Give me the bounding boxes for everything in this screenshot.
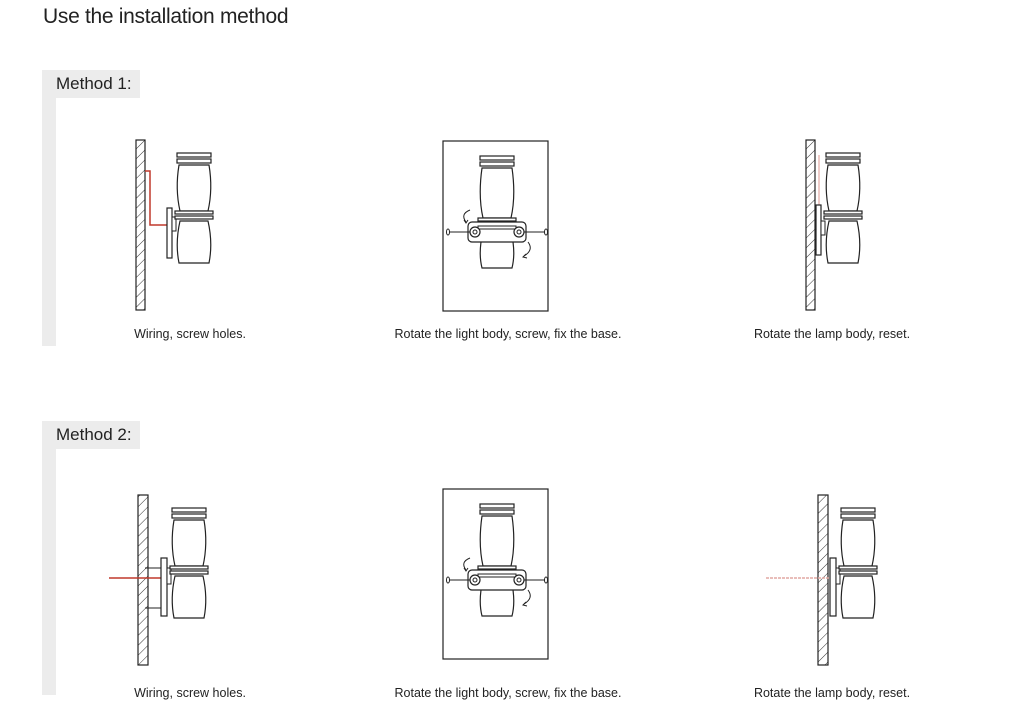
wall-mount-side-diagram	[109, 494, 209, 666]
base-fix-front-diagram	[442, 140, 549, 312]
step-caption: Wiring, screw holes.	[134, 686, 246, 700]
method-title-tab	[42, 70, 140, 98]
method-1-step-1-illustration	[120, 135, 230, 315]
method-title: Method 2:	[56, 425, 132, 444]
method-1-section: Method 1:	[42, 70, 972, 346]
step-caption: Rotate the light body, screw, fix the ba…	[394, 327, 622, 341]
step-caption: Rotate the lamp body, reset.	[753, 686, 911, 700]
step-caption: Rotate the lamp body, reset.	[753, 327, 911, 341]
base-fix-front-diagram	[442, 488, 549, 660]
method-2-section: Method 2:	[42, 421, 972, 695]
method-2-step-3-illustration	[762, 490, 892, 670]
step-caption: Wiring, screw holes.	[134, 327, 246, 341]
method-2-step-1-illustration	[105, 490, 225, 670]
page-title: Use the installation method	[43, 5, 289, 28]
method-title: Method 1:	[56, 74, 132, 93]
step-caption: Rotate the light body, screw, fix the ba…	[394, 686, 622, 700]
method-2-step-2-illustration	[442, 488, 550, 660]
wall-mount-side-diagram	[135, 139, 214, 311]
lamp-reset-side-diagram	[805, 139, 863, 311]
method-1-step-3-illustration	[790, 135, 900, 315]
lamp-reset-side-diagram	[766, 494, 878, 666]
method-title-tab	[42, 421, 140, 449]
method-1-step-2-illustration	[442, 140, 550, 312]
method-side-bar	[42, 70, 56, 346]
method-side-bar	[42, 421, 56, 695]
